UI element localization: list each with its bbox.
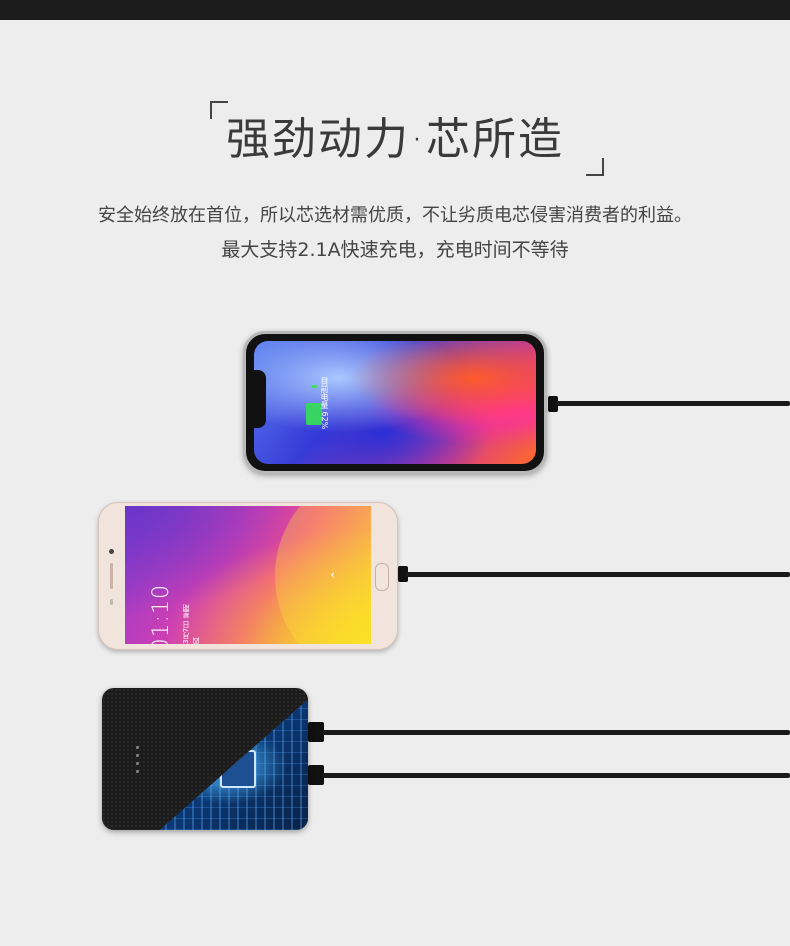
iphone-screen: 目前电量 62%: [254, 341, 536, 464]
lockscreen-clock: 01:10: [149, 584, 174, 644]
powerbank-cable-1: [322, 730, 790, 735]
title-bracket-open: [210, 101, 228, 119]
subtitle-line-1: 安全始终放在首位，所以芯选材需优质，不让劣质电芯侵害消费者的利益。: [98, 205, 692, 226]
powerbank-port-plug-1: [308, 722, 324, 742]
android-screen: 01:10 3月7日 星期四 ⌃: [125, 506, 371, 644]
lockscreen-date: 3月7日 星期四: [182, 604, 200, 644]
iphone-cable: [556, 401, 790, 406]
battery-led-indicators: [136, 746, 139, 778]
powerbank-port-plug-2: [308, 765, 324, 785]
battery-level-text: 目前电量 62%: [320, 377, 329, 430]
title-bracket-close: [586, 158, 604, 176]
front-camera: [109, 549, 114, 554]
chevron-up-icon: ⌃: [329, 569, 344, 581]
proximity-sensor: [110, 599, 113, 605]
home-button: [375, 563, 389, 591]
top-bar: [0, 0, 790, 20]
battery-icon: [306, 385, 322, 425]
android-cable: [406, 572, 790, 577]
page-title: 强劲动力·芯所造: [226, 114, 564, 165]
powerbank-cable-2: [322, 773, 790, 778]
android-cable-plug: [398, 566, 408, 582]
earpiece-speaker: [110, 563, 113, 589]
android-phone-device: 01:10 3月7日 星期四 ⌃: [98, 502, 398, 650]
iphone-cable-plug: [548, 396, 558, 412]
iphone-device: 目前电量 62%: [243, 331, 547, 474]
iphone-notch: [254, 370, 266, 428]
subtitle-line-2: 最大支持2.1A快速充电，充电时间不等待: [221, 239, 569, 261]
power-bank-device: [102, 688, 308, 830]
